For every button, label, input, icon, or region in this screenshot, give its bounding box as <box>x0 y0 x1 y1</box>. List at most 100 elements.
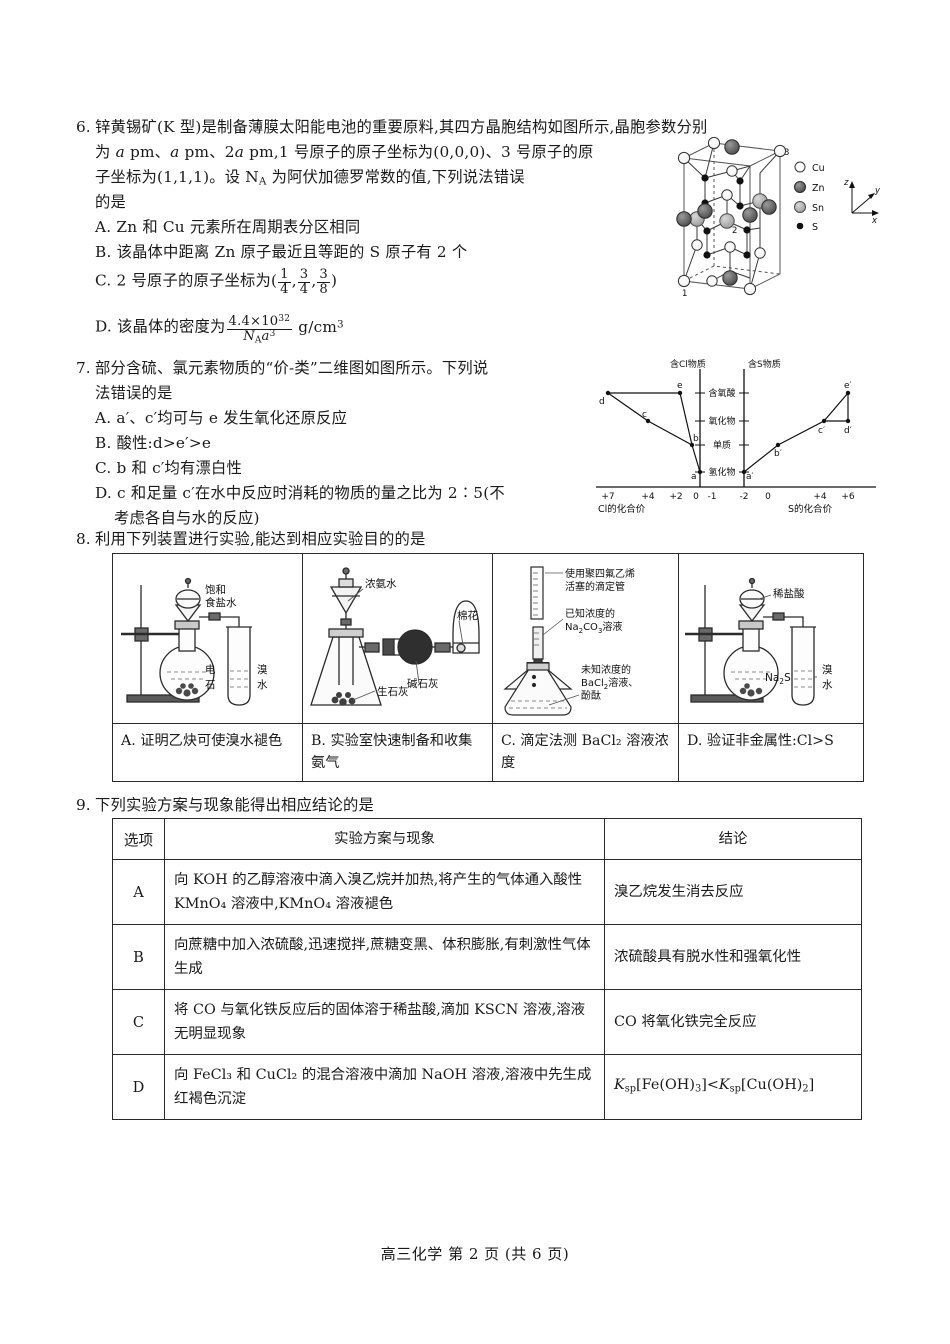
label-concentrated-ammonia: 浓氨水 <box>365 577 397 590</box>
vertex-label-2: 2 <box>732 226 737 236</box>
label-cotton: 棉花 <box>457 609 478 622</box>
svg-text:y: y <box>874 186 881 196</box>
title-s-species: 含S物质 <box>748 358 781 370</box>
table-row: B 向蔗糖中加入浓硫酸,迅速搅拌,蔗糖变黑、体积膨胀,有刺激性气体生成 浓硫酸具… <box>112 924 862 990</box>
row-b-option: B <box>112 924 165 990</box>
y-label-element: 单质 <box>713 439 731 451</box>
table-header-row: 选项 实验方案与现象 结论 <box>112 818 862 860</box>
label-quicklime: 生石灰 <box>377 685 409 698</box>
label-bromine-water-2: 水 <box>257 679 268 691</box>
question-9-conclusion-table: 选项 实验方案与现象 结论 A 向 KOH 的乙醇溶液中滴入溴乙烷并加热,将产生… <box>112 818 862 1120</box>
acetylene-bromine-water-setup: 饱和 食盐水 电 石 溴 水 <box>121 577 268 706</box>
table-row: C 将 CO 与氧化铁反应后的固体溶于稀盐酸,滴加 KSCN 溶液,溶液无明显现… <box>112 989 862 1055</box>
s-points <box>741 390 851 475</box>
question-9-stem: 下列实验方案与现象能得出相应结论的是 <box>95 796 374 814</box>
label-dilute-hcl: 稀盐酸 <box>773 587 805 600</box>
caption-b: B. 实验室快速制备和收集氨气 <box>302 723 493 782</box>
question-6-number: 6. <box>76 118 91 136</box>
svg-text:+2: +2 <box>669 492 682 502</box>
legend: Cu Zn Sn S <box>794 161 825 233</box>
question-7-option-c: C. b 和 c′均有漂白性 <box>95 459 243 477</box>
header-option: 选项 <box>112 818 165 860</box>
question-6-stem-line-3: 子坐标为(1,1,1)。设 NA 为阿伏加德罗常数的值,下列说法错误 <box>95 168 525 188</box>
label-saturated-brine-1: 饱和 <box>205 584 226 596</box>
svg-text:Sn: Sn <box>812 203 824 214</box>
page-footer: 高三化学 第 2 页 (共 6 页) <box>380 1245 570 1263</box>
vertex-label-3: 3 <box>784 148 789 158</box>
label-carbide-2: 石 <box>205 679 216 691</box>
apparatus-captions-row: A. 证明乙炔可使溴水褪色 B. 实验室快速制备和收集氨气 C. 滴定法测 Ba… <box>112 723 864 782</box>
label-saturated-brine-2: 食盐水 <box>205 596 237 609</box>
point-label-b-prime: b′ <box>774 449 782 459</box>
axis-title-s: S的化合价 <box>788 503 833 515</box>
less-than-operator: < <box>706 1076 719 1093</box>
question-8-stem: 利用下列装置进行实验,能达到相应实验目的的是 <box>95 530 426 548</box>
point-label-d-prime: d′ <box>844 426 852 436</box>
question-6-stem-line-1: 锌黄锡矿(K 型)是制备薄膜太阳能电池的重要原料,其四方晶胞结构如图所示,晶胞参… <box>95 118 708 136</box>
label-bromine-water-1: 溴 <box>257 663 268 676</box>
svg-text:-2: -2 <box>740 492 749 502</box>
row-d-option: D <box>112 1054 165 1120</box>
question-7-option-d-line-1: D. c 和足量 c′在水中反应时消耗的物质的量之比为 2∶5(不 <box>95 484 505 502</box>
y-label-oxide: 氧化物 <box>708 415 735 427</box>
hcl-na2s-bromine-water-setup: 稀盐酸 Na2S 溴 水 <box>685 577 833 706</box>
apparatus-cell-d: 稀盐酸 Na2S 溴 水 <box>678 553 864 724</box>
label-bromine-water-1: 溴 <box>822 663 833 676</box>
table-row: A 向 KOH 的乙醇溶液中滴入溴乙烷并加热,将产生的气体通入酸性 KMnO₄ … <box>112 859 862 925</box>
question-6-option-b: B. 该晶体中距离 Zn 原子最近且等距的 S 原子有 2 个 <box>95 243 468 261</box>
apparatus-cell-c: 使用聚四氟乙烯 活塞的滴定管 已知浓度的 Na2CO3溶液 未知浓度的 BaCl… <box>492 553 679 724</box>
label-known-conc-2: Na2CO3溶液 <box>565 620 622 635</box>
label-known-conc-1: 已知浓度的 <box>565 607 615 620</box>
question-6-option-a: A. Zn 和 Cu 元素所在周期表分区相同 <box>95 218 361 236</box>
apparatus-cell-a: 饱和 食盐水 电 石 溴 水 <box>112 553 303 724</box>
row-d-conclusion: Ksp[Fe(OH)3]<Ksp[Cu(OH)2] <box>604 1054 862 1120</box>
label-soda-lime: 碱石灰 <box>407 677 439 690</box>
label-unknown-conc-1: 未知浓度的 <box>581 663 631 676</box>
row-a-conclusion: 溴乙烷发生消去反应 <box>604 859 862 925</box>
point-label-e: e <box>677 381 683 391</box>
axis-triad <box>849 181 879 216</box>
row-c-conclusion: CO 将氧化铁完全反应 <box>604 989 862 1055</box>
y-label-hydride: 氢化物 <box>708 466 735 478</box>
kesterite-unit-cell-figure: 3 2 1 Cu Zn Sn S z y x <box>672 133 882 298</box>
point-label-a-prime: a′ <box>746 472 754 482</box>
x-ticks: +7 +4 +2 0 -1 -2 0 +4 +6 <box>601 492 855 502</box>
axis-title-cl: Cl的化合价 <box>598 503 646 515</box>
apparatus-cell-b: 浓氨水 生石灰 碱石灰 棉花 <box>302 553 493 724</box>
svg-text:+4: +4 <box>813 492 827 502</box>
ammonia-generation-setup: 浓氨水 生石灰 碱石灰 棉花 <box>310 566 480 706</box>
question-6-stem-line-4: 的是 <box>95 193 126 211</box>
point-label-e-prime: e′ <box>844 381 852 391</box>
caption-a: A. 证明乙炔可使溴水褪色 <box>112 723 303 782</box>
header-conclusion: 结论 <box>604 818 862 860</box>
row-c-plan: 将 CO 与氧化铁反应后的固体溶于稀盐酸,滴加 KSCN 溶液,溶液无明显现象 <box>164 989 605 1055</box>
ksp-2-symbol: K <box>718 1076 730 1093</box>
titration-burette-flask-setup: 使用聚四氟乙烯 活塞的滴定管 已知浓度的 Na2CO3溶液 未知浓度的 BaCl… <box>503 565 638 716</box>
label-carbide-1: 电 <box>205 663 216 676</box>
cl-series <box>607 392 701 473</box>
valence-category-diagram-figure: 含氧酸 氧化物 单质 氢化物 含Cl物质 含S物质 d e c b <box>592 357 880 517</box>
svg-text:Cu: Cu <box>812 163 825 174</box>
row-c-option: C <box>112 989 165 1055</box>
row-a-option: A <box>112 859 165 925</box>
question-7-stem-line-2: 法错误的是 <box>95 384 173 402</box>
svg-text:+7: +7 <box>601 492 614 502</box>
apparatus-figures-row: 饱和 食盐水 电 石 溴 水 <box>112 553 864 724</box>
label-bromine-water-2: 水 <box>822 679 833 691</box>
title-cl-species: 含Cl物质 <box>670 358 706 370</box>
svg-text:-1: -1 <box>708 492 717 502</box>
cl-points <box>605 390 703 475</box>
question-7-stem-line-1: 部分含硫、氯元素物质的“价-类”二维图如图所示。下列说 <box>95 359 489 377</box>
point-label-a: a <box>691 472 697 482</box>
y-label-oxyacid: 含氧酸 <box>708 387 735 399</box>
svg-text:x: x <box>871 216 878 226</box>
label-unknown-conc-2: BaCl2溶液、 <box>581 676 638 691</box>
svg-text:+6: +6 <box>841 492 855 502</box>
point-label-d: d <box>599 397 605 407</box>
row-d-plan: 向 FeCl₃ 和 CuCl₂ 的混合溶液中滴加 NaOH 溶液,溶液中先生成红… <box>164 1054 605 1120</box>
